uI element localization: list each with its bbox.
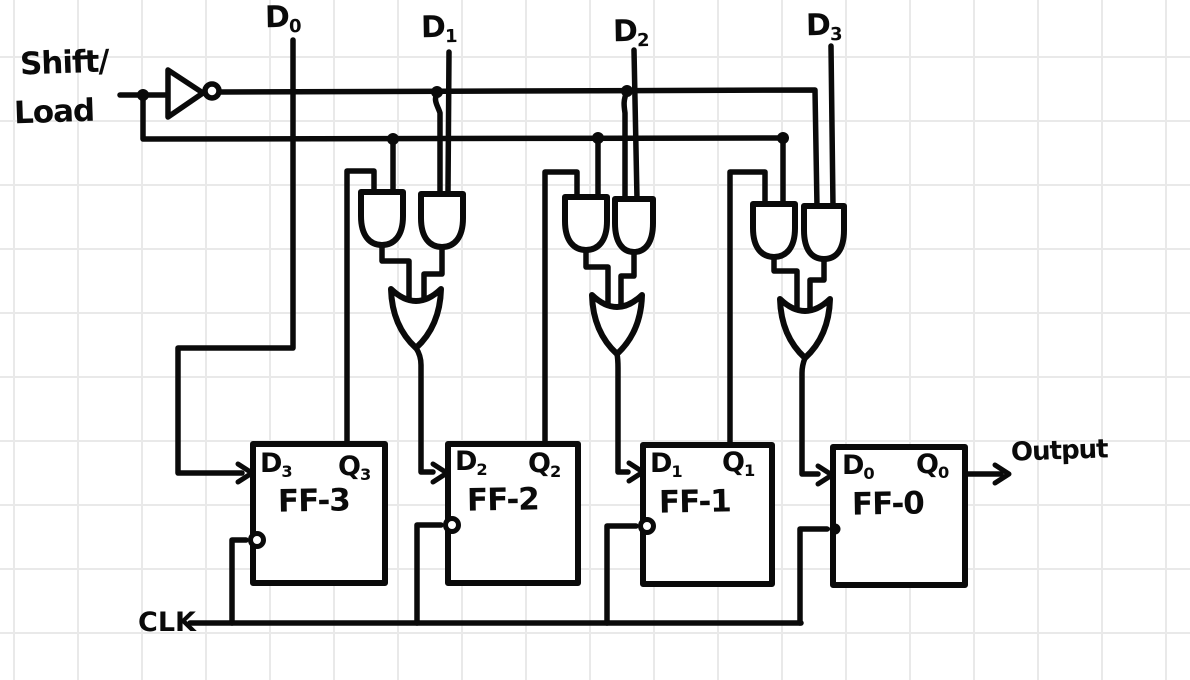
ff1-d-arrow	[626, 460, 646, 484]
d2-input-label: D2	[612, 13, 649, 52]
d0-input-label: D0	[264, 0, 301, 38]
arrowheads	[235, 460, 1012, 487]
shift-load-wires	[117, 87, 820, 210]
shift-load-label-line1: Shift/	[19, 43, 110, 83]
ff2-d-arrow	[430, 461, 450, 485]
and-gate-3a	[750, 201, 798, 260]
gate-interconnect-wires	[379, 242, 827, 317]
ff1-q-pin-label: Q1	[722, 447, 755, 480]
d1-input-label: D1	[420, 9, 457, 48]
flip-flop-boxes	[250, 441, 968, 588]
output-arrow	[992, 462, 1012, 486]
or-gate-3	[777, 296, 833, 361]
ff2-clock-bubble	[443, 516, 461, 534]
inverter-bubble	[202, 81, 222, 101]
ff3-clock-bubble	[248, 531, 266, 549]
ff3-name-label: FF-3	[277, 482, 351, 520]
ff3-box	[250, 441, 388, 586]
ff2-box	[445, 441, 581, 586]
and-gate-3b	[801, 203, 847, 262]
ff1-box	[640, 442, 775, 587]
or-gate-1	[388, 286, 444, 351]
and-gate-1b	[418, 191, 466, 250]
ff0-name-label: FF-0	[851, 485, 925, 523]
inverter-gate	[165, 67, 222, 120]
and-gate-2a	[562, 194, 610, 253]
or-gates	[388, 286, 833, 361]
ff1-clock-bubble	[638, 517, 656, 535]
ff0-clock-dot	[829, 523, 841, 535]
clk-label: CLK	[138, 607, 196, 638]
ff0-d-arrow	[815, 463, 835, 487]
ff2-name-label: FF-2	[466, 481, 540, 519]
data-input-wires	[175, 37, 836, 476]
feedback-wires	[344, 168, 768, 447]
ff2-d-pin-label: D2	[455, 446, 488, 479]
ff1-d-pin-label: D1	[650, 448, 683, 481]
inverter-triangle	[165, 67, 206, 120]
d3-input-label: D3	[805, 7, 842, 46]
and-gates	[358, 189, 847, 262]
clock-bubbles	[248, 516, 656, 549]
ff2-q-pin-label: Q2	[528, 448, 561, 481]
clock-wires	[187, 522, 830, 626]
and-gate-1a	[358, 189, 406, 248]
ff0-d-pin-label: D0	[842, 450, 875, 483]
shift-load-label-line2: Load	[13, 92, 95, 132]
ff3-q-pin-label: Q3	[338, 451, 371, 484]
or-gate-2	[589, 292, 645, 357]
ff1-name-label: FF-1	[658, 483, 732, 521]
ff3-d-pin-label: D3	[260, 448, 293, 481]
and-gate-2b	[612, 196, 656, 255]
ff0-box	[830, 444, 968, 588]
ff3-d-arrow	[235, 461, 255, 485]
junction-dots	[137, 85, 841, 535]
ff0-q-pin-label: Q0	[916, 449, 949, 482]
output-label: Output	[1010, 434, 1109, 468]
